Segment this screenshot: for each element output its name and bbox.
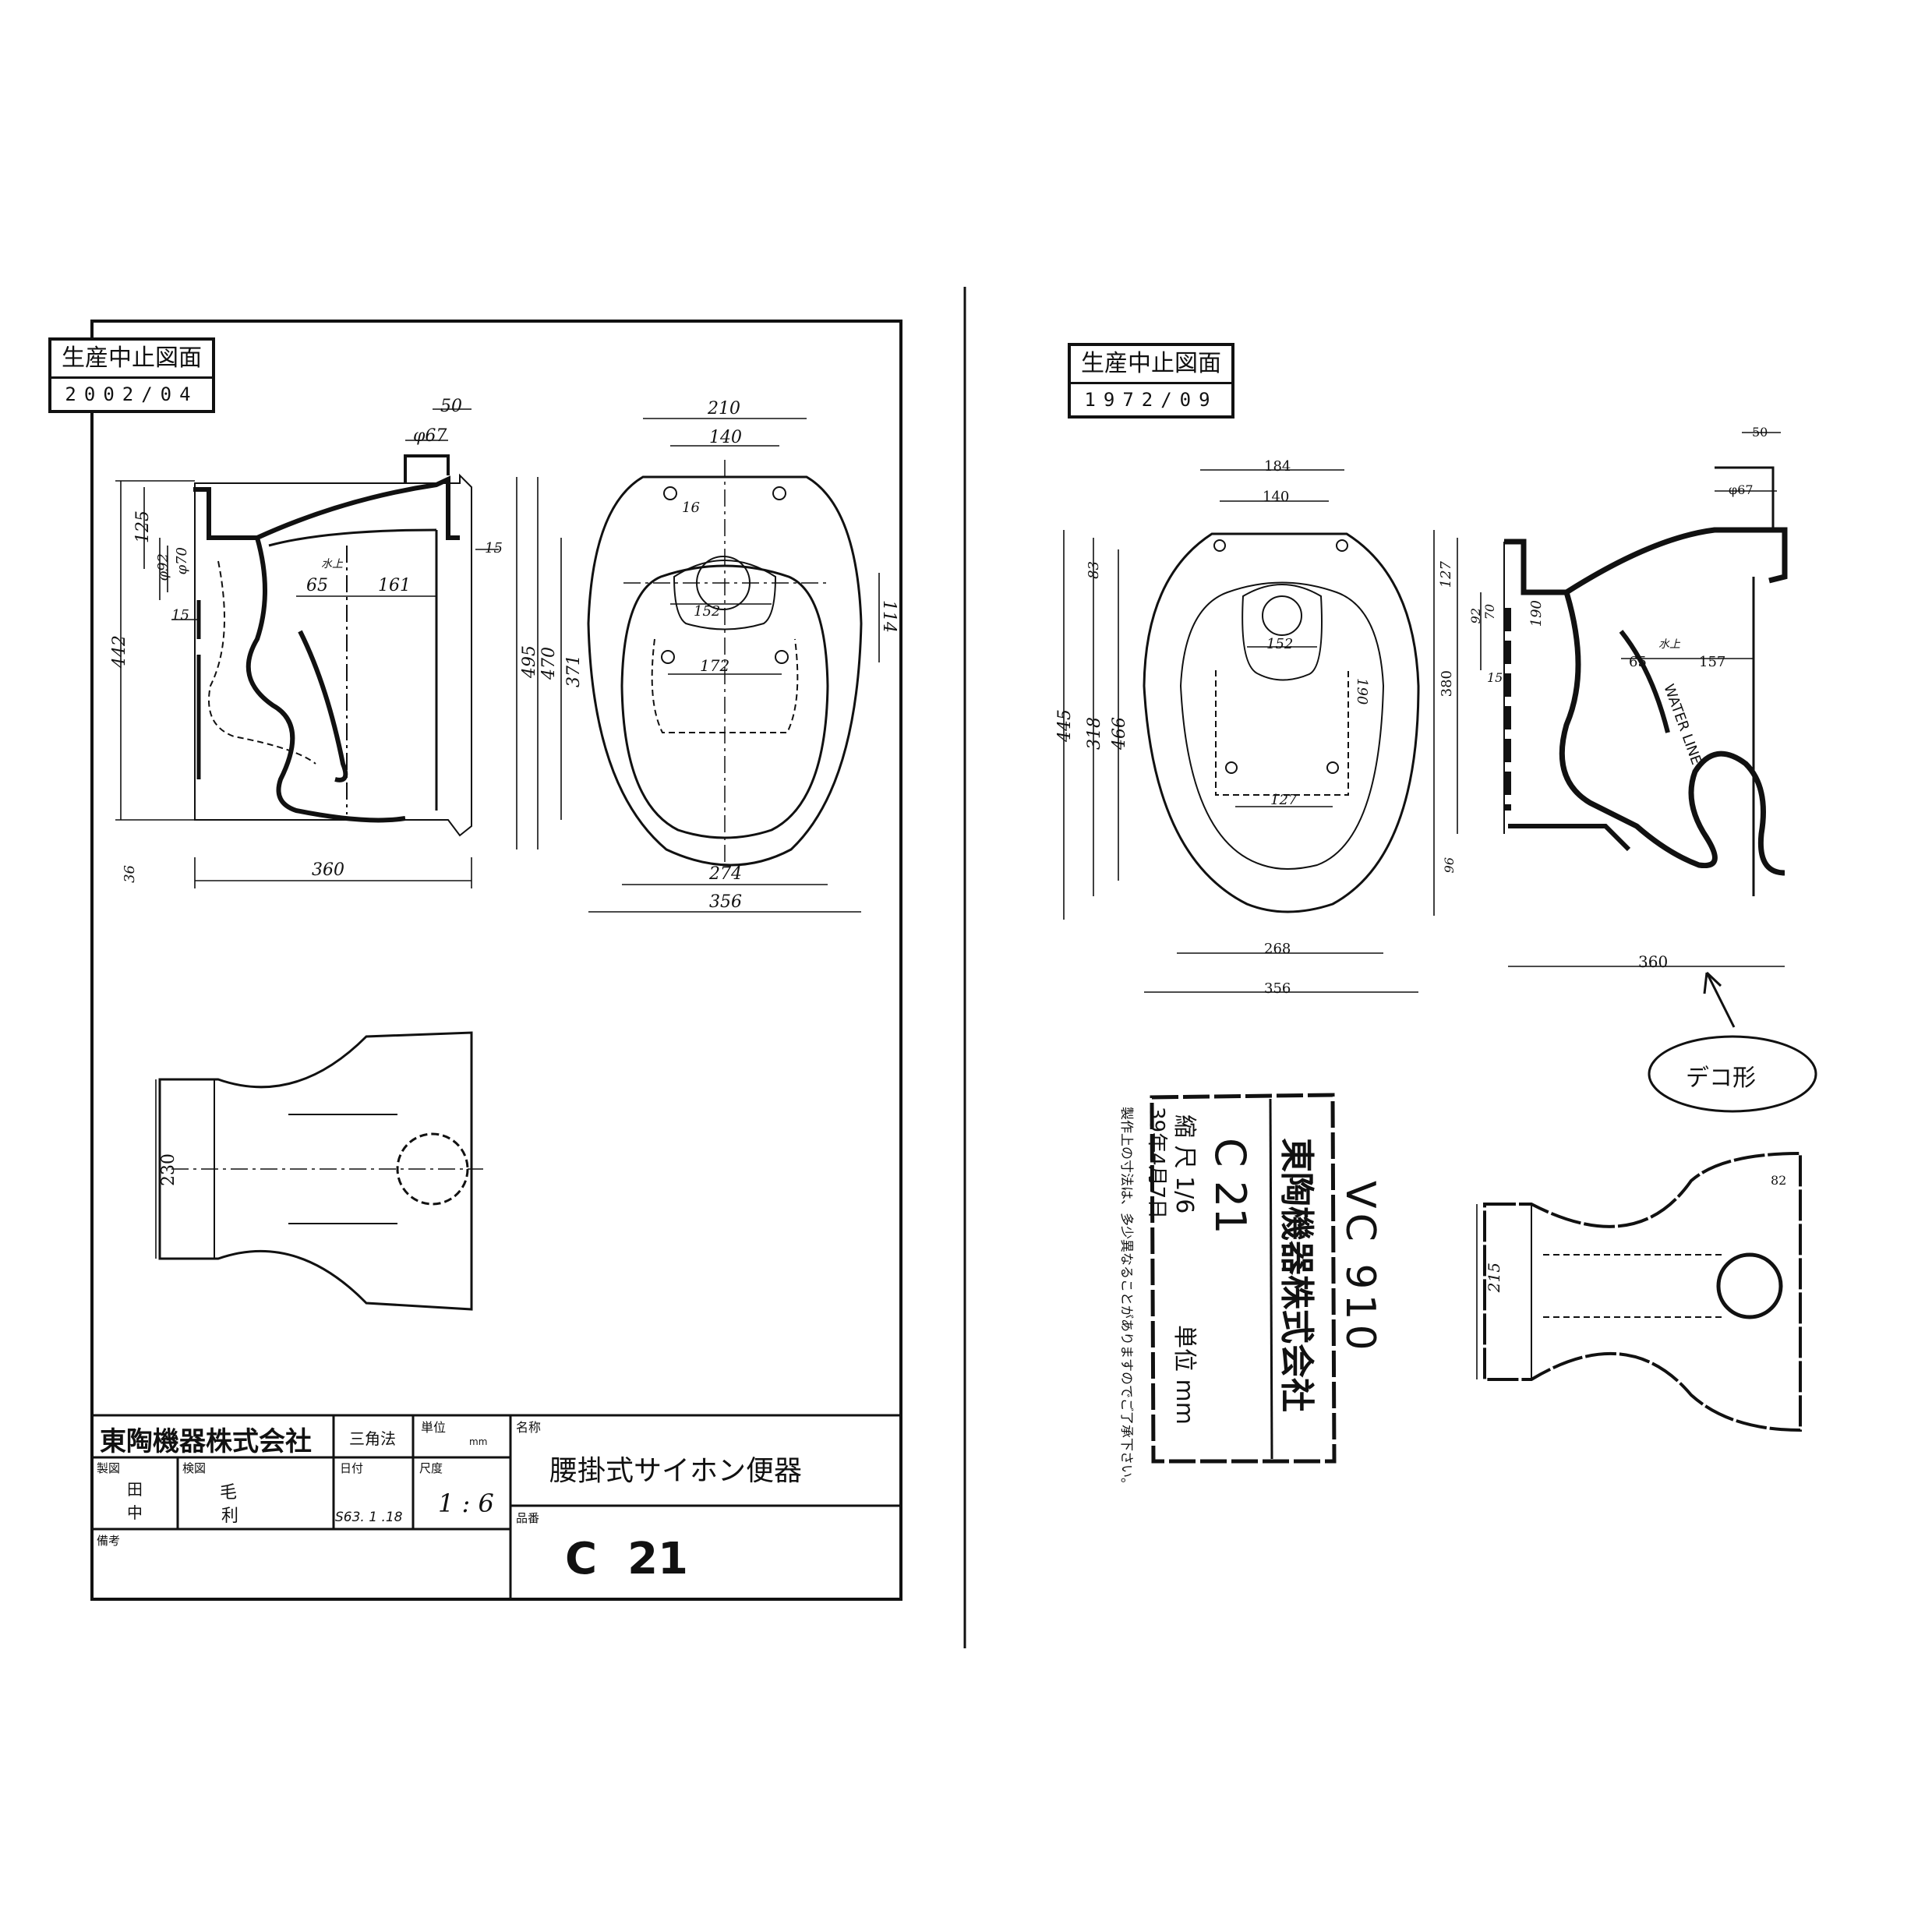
checked-by-value-1: 毛: [220, 1483, 238, 1503]
scale-value: 1 : 6: [438, 1489, 494, 1518]
part-number-label: 品番: [516, 1511, 540, 1525]
unit-value: mm: [469, 1436, 488, 1447]
drawn-by-value-2: 中: [127, 1503, 143, 1522]
dim-label: 172: [700, 656, 730, 675]
scale-label: 尺度: [419, 1461, 443, 1475]
remarks-label: 備考: [97, 1534, 121, 1548]
dim-label: 495: [520, 645, 539, 678]
dim-label: 445: [1055, 709, 1075, 742]
dim-label: 83: [1086, 561, 1102, 579]
dim-label: φ92: [155, 553, 171, 581]
dim-label: 161: [378, 576, 411, 595]
title-block-grid: [92, 1414, 901, 1599]
right-side-dimensions: [1433, 432, 1785, 967]
dim-label: 127: [1438, 561, 1454, 588]
left-top-dimensions: [516, 418, 880, 913]
dim-label: 96: [1442, 857, 1457, 874]
dim-label: 16: [682, 500, 700, 516]
dim-label: 157: [1699, 654, 1726, 670]
old-stamp-note: 製作上の寸法は、多少異なることがありますのでご了承下さい。: [1118, 1107, 1134, 1491]
left-bottom-view: [155, 1031, 483, 1311]
old-stamp-model: C 21: [1206, 1138, 1255, 1234]
right-top-view: [1143, 532, 1420, 913]
dim-label: 215: [1485, 1263, 1503, 1293]
dim-label: 466: [1110, 717, 1129, 750]
dim-label: φ67: [1729, 482, 1754, 497]
dim-label: 190: [1528, 600, 1545, 627]
dim-label: 36: [122, 865, 138, 883]
discontinued-stamp-right-title: 生産中止図面: [1071, 346, 1231, 384]
dim-label: 318: [1085, 717, 1104, 750]
water-level-label: 水上: [321, 558, 343, 570]
dim-label: 82: [1771, 1173, 1787, 1188]
dim-label: 92: [1468, 608, 1483, 624]
dim-label: 15: [171, 607, 189, 623]
discontinued-stamp-right-date: 1972/09: [1084, 389, 1218, 411]
callout-deco-label: デコ形: [1686, 1065, 1756, 1092]
dim-label: 184: [1264, 458, 1291, 475]
old-stamp-vc-number: VC 910: [1337, 1181, 1383, 1355]
water-level-label: 水上: [1658, 638, 1680, 651]
dim-label: 274: [709, 864, 742, 884]
discontinued-stamp-left-date: 2002/04: [65, 383, 199, 405]
left-top-view: [587, 460, 863, 867]
dim-label: 190: [1354, 678, 1370, 705]
dim-label: 371: [564, 655, 584, 687]
right-top-dimensions: [1063, 469, 1418, 993]
dim-label: 360: [312, 860, 344, 880]
dim-label: φ67: [413, 426, 447, 446]
dim-label: 140: [1263, 489, 1290, 505]
dim-label: 230: [159, 1153, 178, 1186]
dim-label: 442: [110, 635, 129, 668]
old-stamp-frame: [1150, 1093, 1337, 1464]
discontinued-stamp-left-title: 生産中止図面: [51, 341, 212, 379]
dim-label: φ70: [174, 547, 190, 575]
left-side-section-view: [193, 454, 472, 837]
discontinued-stamp-left: 生産中止図面 2002/04: [48, 337, 215, 413]
dim-label: 127: [1270, 792, 1298, 808]
checked-by-label: 検図: [182, 1461, 207, 1475]
checked-by-value-2: 利: [221, 1506, 239, 1526]
callout-arrow: [1648, 971, 1817, 1113]
part-number: C 21: [565, 1534, 689, 1584]
left-side-dimensions: [115, 408, 499, 888]
old-stamp-scale: 縮 尺 1/6: [1171, 1114, 1198, 1214]
name-label: 名称: [516, 1420, 542, 1435]
dim-label: 125: [133, 510, 153, 543]
company-name: 東陶機器株式会社: [100, 1426, 312, 1457]
dim-label: 114: [879, 600, 899, 633]
dim-label: 470: [539, 647, 559, 680]
old-stamp-company: 東陶機器株式会社: [1277, 1138, 1316, 1412]
drawn-by-label: 製図: [97, 1461, 121, 1475]
dim-label: 356: [1264, 980, 1291, 997]
dim-label: 360: [1638, 952, 1669, 971]
date-label: 日付: [340, 1461, 364, 1475]
product-name: 腰掛式サイホン便器: [549, 1455, 803, 1487]
dim-label: 152: [1266, 636, 1294, 652]
dim-label: 65: [306, 576, 328, 595]
drawn-by-value-1: 田: [127, 1480, 143, 1499]
discontinued-stamp-right: 生産中止図面 1972/09: [1068, 343, 1234, 419]
dim-label: 50: [1752, 425, 1768, 440]
dim-label: 210: [708, 399, 740, 419]
old-stamp-unit: 単位 mm: [1171, 1325, 1198, 1425]
dim-label: 380: [1439, 670, 1455, 698]
dim-label: 15: [485, 540, 503, 556]
dim-label: 140: [709, 428, 742, 447]
right-bottom-view: [1476, 1151, 1802, 1432]
dim-label: 152: [694, 603, 721, 620]
projection-method: 三角法: [349, 1429, 396, 1448]
dim-label: 15: [1487, 670, 1503, 685]
dim-label: 50: [440, 397, 462, 416]
dim-label: 268: [1264, 941, 1291, 957]
right-side-section-view: [1503, 466, 1788, 896]
left-sheet-frame: [90, 320, 902, 1601]
old-stamp-date: 39年4月7日: [1145, 1107, 1168, 1220]
dim-label: 65: [1629, 654, 1647, 670]
unit-label: 単位: [421, 1420, 447, 1435]
date-value: S63. 1 .18: [335, 1510, 403, 1525]
dim-label: 356: [709, 892, 742, 912]
